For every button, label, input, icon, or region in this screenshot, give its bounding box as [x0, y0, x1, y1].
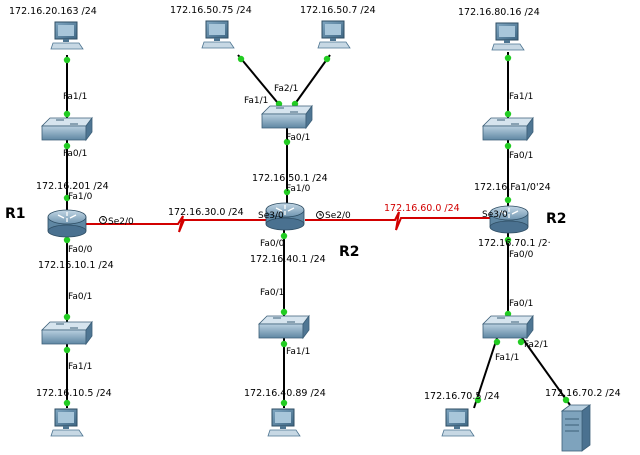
pc-ip-label: 172.16.70.5 /24	[424, 391, 500, 402]
port-label: Fa1/0	[286, 184, 311, 194]
interface-ip-label: 172.16.Fa1/0'24	[474, 182, 551, 193]
port-label: Fa0/1	[286, 133, 310, 143]
pc-ip-label: 172.16.20.163 /24	[9, 6, 97, 17]
router-icon[interactable]	[265, 202, 305, 231]
link-pc-left-switch[interactable]	[237, 54, 283, 109]
pc-icon[interactable]	[50, 21, 84, 50]
router-icon[interactable]	[489, 205, 529, 234]
labels: 172.16.20.163 /24 Fa1/1 Fa0/1 172.16.201…	[5, 5, 621, 402]
port-label: Fa1/1	[286, 347, 310, 357]
interface-ip-label: 172.16.40.1 /24	[250, 254, 326, 265]
switch-icon[interactable]	[482, 314, 534, 340]
serial-link-r1-r2[interactable]	[85, 215, 270, 233]
port-label: Fa1/0	[68, 192, 93, 202]
switch-icon[interactable]	[41, 116, 93, 142]
pc-ip-label: 172.16.10.5 /24	[36, 388, 112, 399]
port-label: Fa0/1	[68, 292, 92, 302]
port-label: Fa1/1	[63, 92, 87, 102]
switch-icon[interactable]	[41, 320, 93, 346]
switch-icon[interactable]	[261, 104, 313, 130]
pc-ip-label: 172.16.80.16 /24	[458, 7, 540, 18]
interface-ip-label: 172.16.10.1 /24	[38, 260, 114, 271]
network-label: 172.16.30.0 /24	[168, 207, 244, 218]
port-label: Fa0/0	[509, 250, 534, 260]
switch-icon[interactable]	[482, 116, 534, 142]
port-label: Se2/0	[108, 217, 134, 227]
pc-icon[interactable]	[50, 408, 84, 437]
port-label: Fa1/1	[495, 353, 519, 363]
pc-ip-label: 172.16.50.7 /24	[300, 5, 376, 16]
pc-icon[interactable]	[441, 408, 475, 437]
serial-link-r2-r2[interactable]	[305, 211, 495, 231]
port-label: Se2/0	[325, 211, 351, 221]
switch-icon[interactable]	[258, 314, 310, 340]
interface-ip-label: 172.16.70.1 /2·	[478, 238, 551, 249]
interface-ip-label: 172.16.201 /24	[36, 181, 109, 192]
clock-icon	[99, 211, 324, 224]
router-name-label: R2	[546, 211, 567, 227]
port-label: Fa2/1	[274, 84, 298, 94]
pc-ip-label: 172.16.40.89 /24	[244, 388, 326, 399]
network-label: 172.16.60.0 /24	[384, 203, 460, 214]
port-label: Se3/0	[258, 211, 284, 221]
link-switch-server-right-bottom[interactable]	[519, 334, 571, 406]
port-label: Fa0/1	[509, 299, 533, 309]
server-icon[interactable]	[560, 404, 592, 452]
interface-ip-label: 172.16.50.1 /24	[252, 173, 328, 184]
port-label: Fa2/1	[524, 340, 548, 350]
router-name-label: R2	[339, 244, 360, 260]
router-name-label: R1	[5, 206, 26, 222]
port-label: Fa1/1	[68, 362, 92, 372]
ethernet-links	[66, 52, 571, 409]
pc-icon[interactable]	[317, 20, 351, 49]
link-lights	[63, 54, 570, 407]
pc-icon[interactable]	[267, 408, 301, 437]
server-ip-label: 172.16.70.2 /24	[545, 388, 621, 399]
router-icon[interactable]	[47, 209, 87, 238]
port-label: Fa1/1	[244, 96, 268, 106]
port-label: Fa0/1	[509, 151, 533, 161]
port-label: Fa0/0	[68, 245, 93, 255]
port-label: Se3/0	[482, 210, 508, 220]
pc-icon[interactable]	[201, 20, 235, 49]
pc-icon[interactable]	[491, 22, 525, 51]
serial-links	[85, 211, 495, 233]
port-label: Fa0/1	[260, 288, 284, 298]
pc-ip-label: 172.16.50.75 /24	[170, 5, 252, 16]
port-label: Fa0/1	[63, 149, 87, 159]
port-label: Fa0/0	[260, 239, 285, 249]
port-label: Fa1/1	[509, 92, 533, 102]
link-pc-right-switch[interactable]	[291, 54, 331, 109]
link-switch-pc-right-bottom[interactable]	[473, 334, 499, 409]
